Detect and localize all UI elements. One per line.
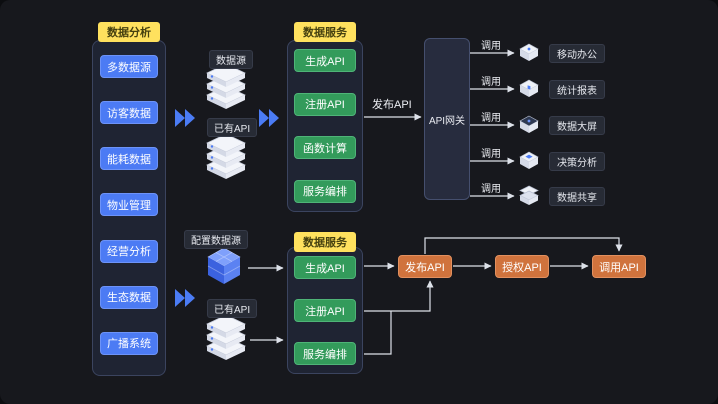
api-gateway-node: API网关: [424, 38, 470, 200]
analysis-item-ecology-data: 生态数据: [100, 285, 158, 309]
invoke-label: 调用: [481, 77, 501, 88]
line-orchestrate-merge: [364, 311, 392, 355]
stats-report-icon: [518, 78, 540, 100]
data-screen-icon: [518, 114, 540, 136]
server-icon: [205, 133, 247, 180]
consumer-decision-analysis: 决策分析: [549, 152, 605, 171]
arrow-register-to-publish: [364, 280, 434, 312]
invoke-label: 调用: [481, 41, 501, 52]
analysis-item-property-mgmt: 物业管理: [100, 193, 158, 217]
invoke-api-node: 调用API: [592, 255, 646, 278]
data-service-title: 数据服务: [294, 22, 356, 42]
data-share-icon: [518, 185, 540, 207]
service-item-generate-api: 生成API: [294, 256, 356, 279]
server-icon: [205, 314, 247, 361]
analysis-item-energy-data: 能耗数据: [100, 147, 158, 171]
service-item-register-api: 注册API: [294, 92, 356, 116]
arrow-publish-bypass-invoke: [424, 237, 623, 254]
existing-api-label: 已有API: [207, 299, 258, 318]
publish-api-node: 发布API: [398, 255, 452, 278]
data-analysis-title: 数据分析: [98, 22, 160, 42]
data-cube-icon: [204, 246, 244, 288]
consumer-stats-report: 统计报表: [549, 80, 605, 99]
publish-api-label: 发布API: [372, 99, 412, 111]
chevron-right-icon: [173, 287, 197, 309]
service-item-generate-api: 生成API: [294, 49, 356, 72]
service-item-orchestration: 服务编排: [294, 179, 356, 203]
chevron-right-icon: [257, 107, 281, 129]
analysis-item-visitor-data: 访客数据: [100, 101, 158, 125]
consumer-data-share: 数据共享: [549, 187, 605, 206]
data-source-label: 数据源: [209, 50, 253, 69]
service-item-register-api: 注册API: [294, 299, 356, 322]
invoke-label: 调用: [481, 184, 501, 195]
data-service-panel-bottom: 生成API 注册API 服务编排: [287, 247, 363, 374]
consumer-data-screen: 数据大屏: [549, 116, 605, 135]
chevron-right-icon: [173, 107, 197, 129]
configure-data-source-label: 配置数据源: [184, 230, 248, 249]
invoke-label: 调用: [481, 113, 501, 124]
analysis-item-broadcast-system: 广播系统: [100, 331, 158, 355]
invoke-label: 调用: [481, 149, 501, 160]
data-analysis-panel: 多数据源 访客数据 能耗数据 物业管理 经营分析 生态数据 广播系统: [92, 40, 166, 376]
existing-api-label: 已有API: [207, 118, 258, 137]
service-item-orchestration: 服务编排: [294, 342, 356, 365]
authorize-api-node: 授权API: [495, 255, 549, 278]
server-icon: [205, 63, 247, 110]
consumer-mobile-office: 移动办公: [549, 44, 605, 63]
data-service-panel-top: 生成API 注册API 函数计算 服务编排: [287, 40, 363, 212]
analysis-item-multi-source: 多数据源: [100, 55, 158, 78]
mobile-office-icon: [518, 42, 540, 64]
service-item-function-compute: 函数计算: [294, 136, 356, 160]
analysis-item-business-analysis: 经营分析: [100, 239, 158, 263]
decision-analysis-icon: [518, 150, 540, 172]
data-service-title: 数据服务: [294, 232, 356, 252]
